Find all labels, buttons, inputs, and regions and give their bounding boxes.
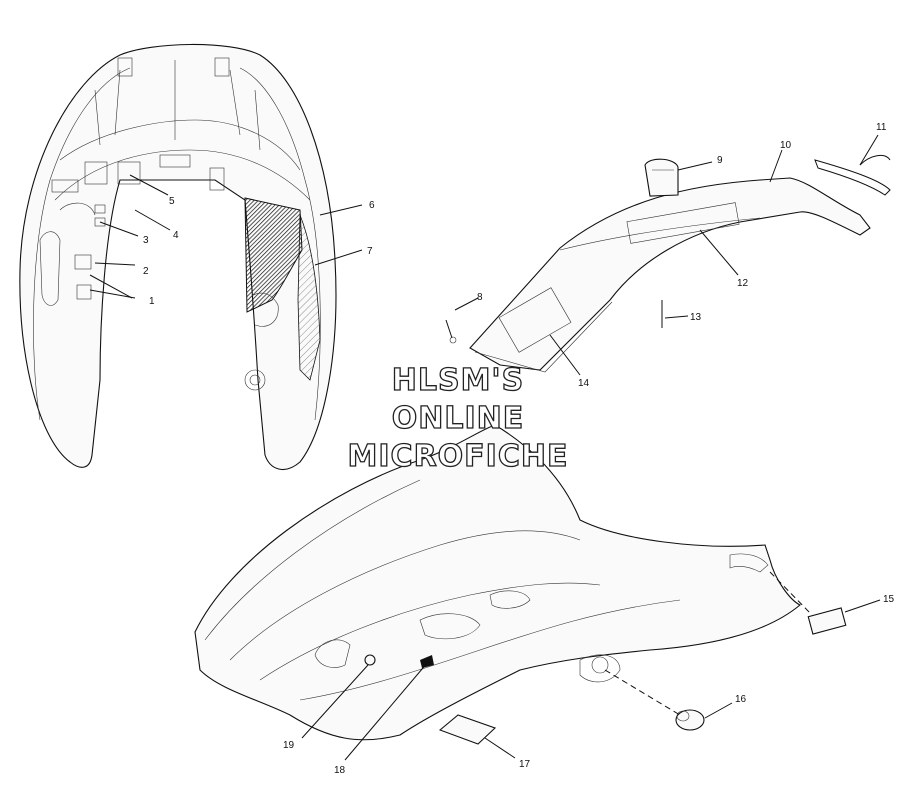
callout-12: 12	[737, 278, 749, 289]
rear-bumper-assembly	[445, 154, 891, 373]
callout-17: 17	[519, 759, 531, 770]
callout-5: 5	[169, 196, 175, 207]
hood-top-view	[19, 43, 337, 471]
callout-3: 3	[143, 235, 149, 246]
callout-9: 9	[717, 155, 723, 166]
watermark-line-1: HLSM'S	[392, 363, 524, 398]
hood-side-view	[194, 424, 801, 741]
part-15-pad	[807, 607, 847, 635]
callout-13: 13	[690, 312, 702, 323]
callout-8: 8	[477, 292, 483, 303]
callout-1: 1	[149, 296, 155, 307]
callout-15: 15	[883, 594, 895, 605]
callout-14: 14	[578, 378, 590, 389]
decal-12	[626, 202, 740, 244]
callout-11: 11	[876, 122, 887, 133]
callout-4: 4	[173, 230, 179, 241]
callout-19: 19	[283, 740, 295, 751]
callout-labels: 1 2 3 4 5 6 7 8 9 10 11 12 13 14 15 16 1…	[143, 122, 895, 776]
part-17-plate	[438, 714, 497, 745]
watermark-line-2: ONLINE	[392, 401, 525, 436]
callout-16: 16	[735, 694, 747, 705]
callout-10: 10	[780, 140, 792, 151]
callout-6: 6	[369, 200, 375, 211]
watermark: HLSM'S ONLINE MICROFICHE	[347, 362, 569, 474]
callout-18: 18	[334, 765, 346, 776]
callout-2: 2	[143, 266, 149, 277]
watermark-line-3: MICROFICHE	[348, 439, 569, 474]
decal-14	[498, 287, 572, 353]
callout-7: 7	[367, 246, 373, 257]
leader-lines	[89, 134, 881, 761]
part-16-plug	[675, 709, 705, 731]
